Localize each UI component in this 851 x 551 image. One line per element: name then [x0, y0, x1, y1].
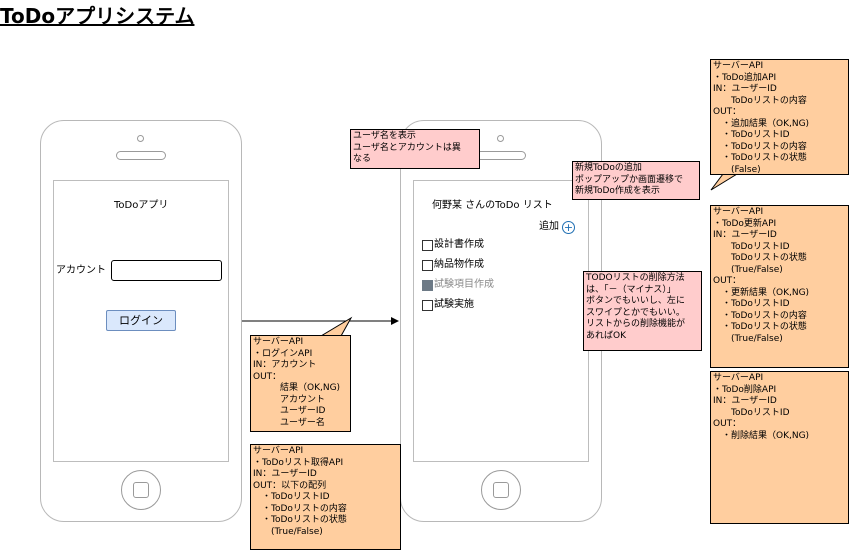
todo-item-label: 試験項目作成	[434, 279, 494, 290]
app-name: ToDoアプリ	[114, 200, 169, 211]
camera-icon	[497, 135, 504, 142]
todo-checkbox[interactable]	[422, 240, 433, 251]
list-phone: 何野某 さんのToDo リスト 追加 + 設計書作成 納品物作成 試験項目作成 …	[400, 120, 602, 522]
add-note: 新規ToDoの追加 ポップアップか画面遷移で 新規ToDo作成を表示	[572, 161, 700, 200]
home-button	[481, 470, 521, 510]
login-api-callout: サーバーAPI ・ログインAPI IN：アカウント OUT： 結果（OK,NG)…	[250, 335, 351, 432]
todo-checkbox-checked[interactable]	[422, 280, 433, 291]
todo-checkbox[interactable]	[422, 260, 433, 271]
list-header: 何野某 さんのToDo リスト	[432, 200, 553, 211]
account-input[interactable]	[111, 260, 222, 281]
camera-icon	[137, 135, 144, 142]
delete-note: TODOリストの削除方法 は、「－（マイナス）」 ボタンでもいいし、左に スワイ…	[583, 271, 702, 351]
account-label: アカウント	[56, 265, 106, 276]
todo-item-label: 納品物作成	[434, 259, 484, 270]
home-button	[121, 470, 161, 510]
add-label[interactable]: 追加	[539, 221, 559, 232]
home-button-icon	[133, 482, 149, 498]
speaker-icon	[476, 151, 526, 160]
add-api-pointer	[710, 173, 739, 191]
login-screen: ToDoアプリ アカウント ログイン	[53, 180, 229, 462]
todo-item-label: 試験実施	[434, 299, 474, 310]
list-screen: 何野某 さんのToDo リスト 追加 + 設計書作成 納品物作成 試験項目作成 …	[413, 180, 589, 462]
home-button-icon	[493, 482, 509, 498]
plus-circle-icon[interactable]: +	[562, 221, 575, 234]
diagram-title: ToDoアプリシステム	[0, 4, 195, 28]
delete-api-callout: サーバーAPI ・ToDo削除API IN：ユーザーID ToDoリストID O…	[710, 371, 849, 524]
update-api-callout: サーバーAPI ・ToDo更新API IN：ユーザーID ToDoリストID T…	[710, 205, 849, 368]
login-phone: ToDoアプリ アカウント ログイン	[40, 120, 242, 522]
todo-item-label: 設計書作成	[434, 239, 484, 250]
get-api-callout: サーバーAPI ・ToDoリスト取得API IN：ユーザーID OUT：以下の配…	[250, 444, 401, 550]
username-note: ユーザ名を表示 ユーザ名とアカウントは異 なる	[350, 129, 480, 169]
speaker-icon	[116, 151, 166, 160]
login-button[interactable]: ログイン	[106, 310, 176, 331]
todo-checkbox[interactable]	[422, 300, 433, 311]
add-api-callout: サーバーAPI ・ToDo追加API IN：ユーザーID ToDoリストの内容 …	[710, 59, 849, 175]
